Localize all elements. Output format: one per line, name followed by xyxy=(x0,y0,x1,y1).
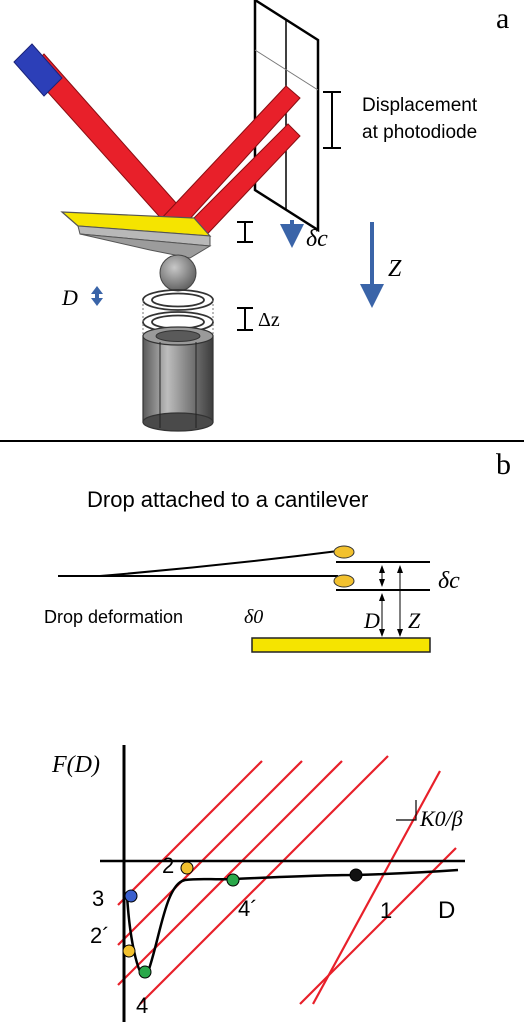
point-label-1: 1 xyxy=(380,898,392,923)
displacement-label-line2: at photodiode xyxy=(362,122,477,143)
point-1 xyxy=(349,868,363,882)
force-curve xyxy=(125,868,459,978)
point-label-4-prime: 4´ xyxy=(238,896,258,921)
y-axis-label: F(D) xyxy=(51,752,100,778)
panel-a-letter: a xyxy=(496,2,509,35)
point-label-2: 2 xyxy=(162,853,174,878)
delta-c-label: δc xyxy=(306,226,328,252)
point-4 xyxy=(138,965,152,979)
slope-indicator xyxy=(396,800,417,821)
delta-z-bracket xyxy=(237,307,253,331)
cantilever-deflection-bracket xyxy=(237,221,253,243)
panel-b-letter: b xyxy=(496,448,511,481)
piezo-rings xyxy=(142,289,214,333)
cantilever xyxy=(60,211,212,259)
point-label-3: 3 xyxy=(92,886,104,911)
displacement-label-line1: Displacement xyxy=(362,95,478,116)
delta-0-label: δ0 xyxy=(244,606,263,628)
panel-b-delta-c-label: δc xyxy=(438,568,460,594)
delta-z-label: Δz xyxy=(258,309,280,331)
point-label-4: 4 xyxy=(136,993,148,1018)
slope-label: K0/β xyxy=(419,806,463,831)
x-axis-label: D xyxy=(438,897,455,924)
z-label: Z xyxy=(388,256,402,282)
point-2 xyxy=(180,861,194,875)
panel-b-d-label: D xyxy=(363,608,380,633)
point-label-2-prime: 2´ xyxy=(90,923,110,948)
displacement-bracket xyxy=(323,91,341,149)
force-graph: K0/β F(D) D 1 2 2´ 3 4 4´ xyxy=(51,745,465,1022)
probe-sphere xyxy=(159,254,197,292)
drop xyxy=(333,545,355,588)
piezo-cylinder xyxy=(142,300,214,432)
laser-source xyxy=(13,43,63,97)
point-3 xyxy=(124,889,138,903)
laser-beam xyxy=(27,53,301,247)
cantilever-sketch xyxy=(58,550,430,591)
drop-deformation-label: Drop deformation xyxy=(44,607,183,627)
d-double-arrow-icon xyxy=(91,286,103,306)
d-label: D xyxy=(61,285,78,310)
panel-b-title: Drop attached to a cantilever xyxy=(87,487,368,512)
point-4-prime xyxy=(226,873,240,887)
point-2-prime xyxy=(122,944,136,958)
red-lines xyxy=(117,755,457,1005)
deflection-arrows xyxy=(379,565,403,637)
substrate xyxy=(251,637,431,653)
panel-b-z-label: Z xyxy=(408,608,421,633)
